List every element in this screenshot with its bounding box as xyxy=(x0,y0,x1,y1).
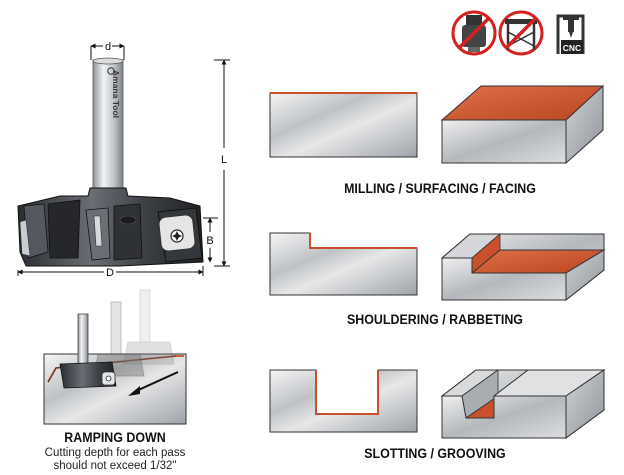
cnc-label: CNC xyxy=(563,43,581,53)
no-handheld-router-icon xyxy=(451,10,497,56)
slotting-profile xyxy=(269,369,418,433)
dimension-b-label: B xyxy=(206,235,213,247)
ramping-note-line2: should not exceed 1/32" xyxy=(53,460,177,472)
ramping-title: RAMPING DOWN xyxy=(64,430,166,445)
ramping-down-drawing xyxy=(43,289,187,425)
cutter-tool-drawing: d Amana Tool L B xyxy=(17,41,230,279)
cnc-machine-icon: CNC xyxy=(556,14,585,54)
ramping-note-line1: Cutting depth for each pass xyxy=(44,447,186,459)
slotting-caption: SLOTTING / GROOVING xyxy=(364,446,506,461)
shouldering-block xyxy=(440,233,606,302)
shouldering-caption: SHOULDERING / RABBETING xyxy=(347,312,523,327)
brand-text: Amana Tool xyxy=(111,70,121,118)
no-router-table-icon xyxy=(498,10,544,56)
slotting-block xyxy=(440,369,606,439)
milling-block xyxy=(440,84,605,165)
milling-profile xyxy=(269,92,418,158)
milling-caption: MILLING / SURFACING / FACING xyxy=(344,181,536,196)
dimension-d-label: d xyxy=(105,41,111,53)
shouldering-profile xyxy=(269,232,418,296)
dimension-d-diameter-label: D xyxy=(106,267,114,279)
dimension-l-label: L xyxy=(221,154,227,166)
